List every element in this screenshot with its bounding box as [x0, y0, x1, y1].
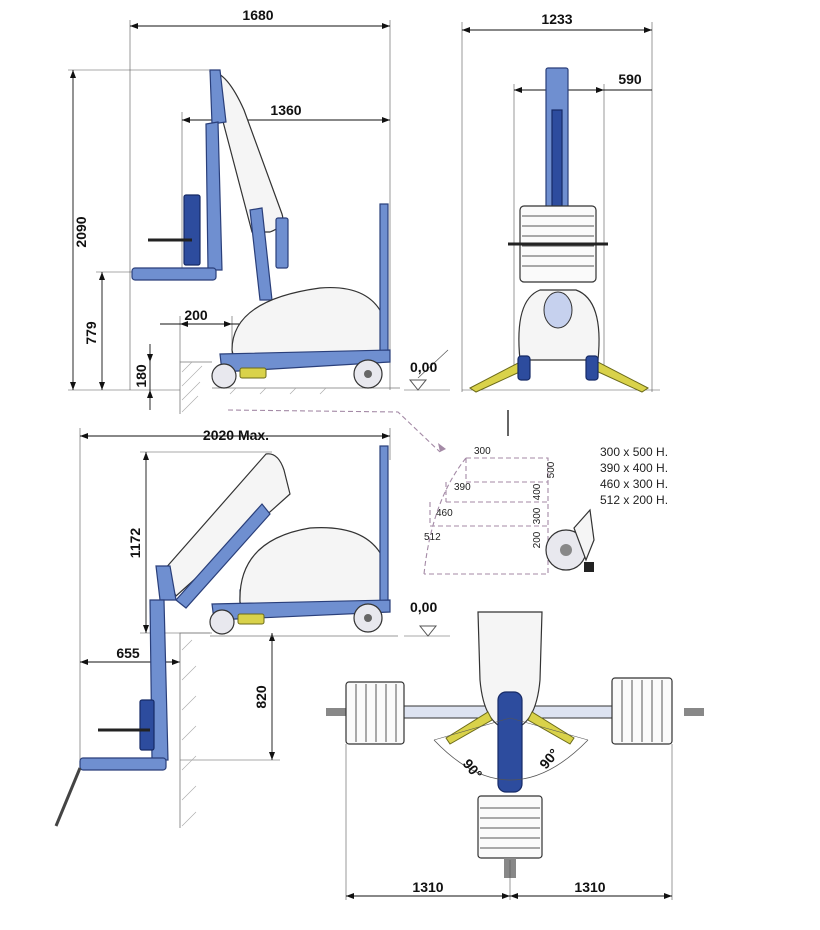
step-label-3: 460 [436, 508, 453, 519]
dim-reach-length: 1360 [270, 102, 301, 118]
level-label-top: 0,00 [410, 359, 437, 375]
dim-half-span-right: 1310 [574, 879, 605, 895]
step-legend-1: 300 x 500 H. [600, 445, 668, 459]
step-legend-3: 460 x 300 H. [600, 477, 668, 491]
dim-outreach: 655 [116, 645, 140, 661]
side-view-top: 1680 1360 2090 779 180 200 [68, 7, 450, 414]
step-label-1: 300 [474, 446, 491, 457]
dim-depth-below: 820 [253, 685, 269, 709]
step-label-2: 390 [454, 482, 471, 493]
dim-lift-height: 1172 [127, 528, 143, 559]
dim-total-height: 2090 [73, 216, 89, 247]
dim-overall-length: 1680 [242, 7, 273, 23]
side-view-bottom: 2020 Max. 1172 655 820 [54, 427, 450, 828]
step-vlabel-4: 200 [532, 531, 543, 548]
top-seat-bottom [477, 795, 543, 878]
step-legend-2: 390 x 400 H. [600, 461, 668, 475]
seat-back [508, 205, 608, 283]
step-vlabel-2: 400 [532, 483, 543, 500]
step-vlabel-1: 500 [546, 461, 557, 478]
angle-right: 90° [536, 745, 562, 772]
dim-half-span-left: 1310 [412, 879, 443, 895]
dim-seat-height: 779 [83, 321, 99, 345]
front-view: 1233 590 [461, 11, 660, 393]
step-vlabel-3: 300 [532, 507, 543, 524]
dim-base-width: 590 [618, 71, 642, 87]
dim-overall-width: 1233 [541, 11, 572, 27]
dim-step-height: 180 [133, 364, 149, 388]
angle-left: 90° [460, 756, 486, 783]
top-view: 90° 90° 1310 1310 [326, 611, 704, 900]
level-label-bottom: 0,00 [410, 599, 437, 615]
step-detail: 300 390 460 512 500 400 300 200 300 x 50… [227, 409, 668, 575]
step-legend-4: 512 x 200 H. [600, 493, 668, 507]
top-seat-left [345, 681, 405, 745]
step-label-4: 512 [424, 532, 441, 543]
dim-max-length: 2020 Max. [203, 427, 269, 443]
top-seat-right [611, 677, 673, 745]
dim-edge-distance: 200 [184, 307, 208, 323]
